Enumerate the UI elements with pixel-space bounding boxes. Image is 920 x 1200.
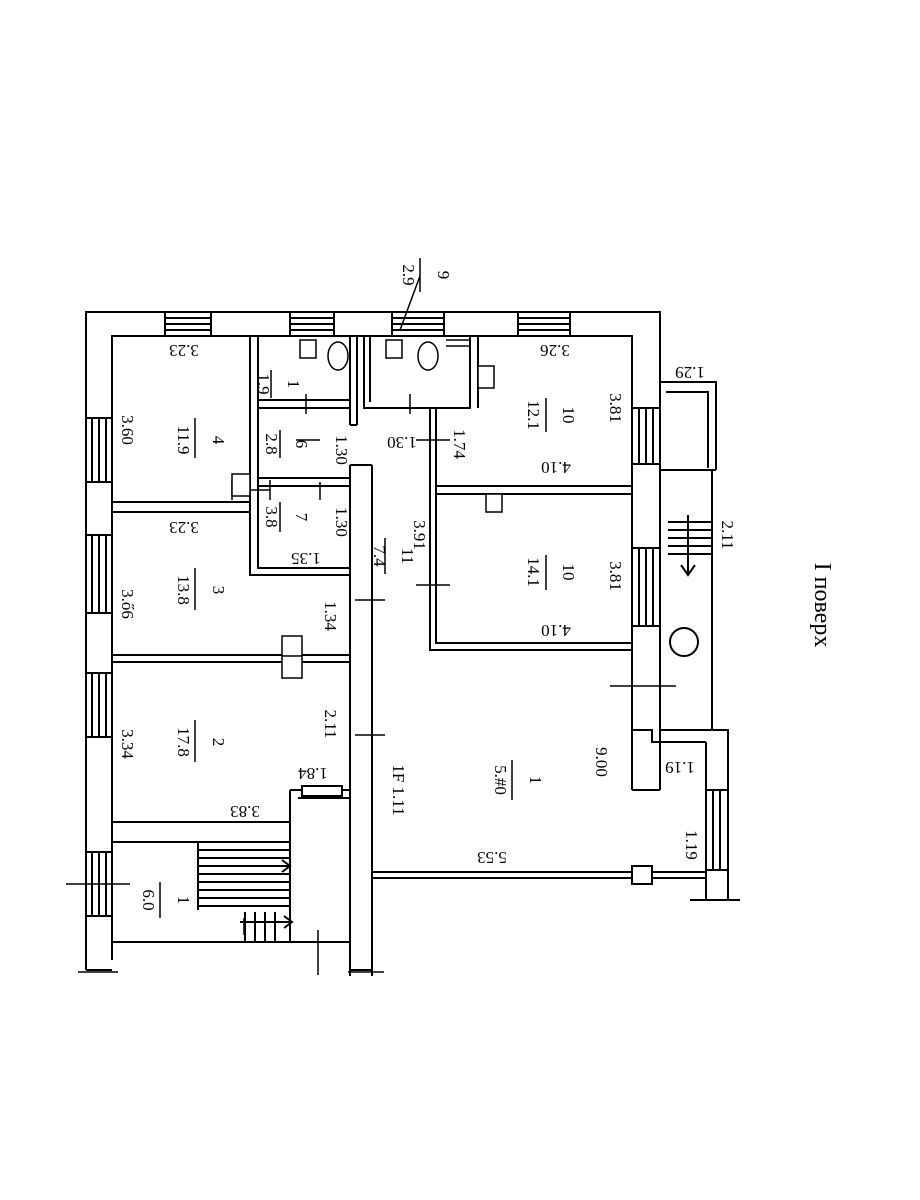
- dim-3-81-top: 3.81: [606, 393, 625, 423]
- dim-3-34: 3.34: [118, 729, 137, 759]
- room-6-num: 6: [292, 440, 311, 449]
- dim-2-11-corridor: 2.11: [321, 709, 340, 738]
- dim-1-30-b: 1.30: [387, 433, 417, 452]
- dim-2-11-porch: 2.11: [718, 520, 737, 549]
- dim-3-23-top: 3.23: [169, 341, 199, 360]
- room-1a-num: 1: [174, 896, 193, 905]
- room-7-num: 7: [292, 513, 311, 522]
- room-1c-num: 1: [526, 776, 545, 785]
- dim-3-23-mid: 3.23: [169, 518, 199, 537]
- room-11-num: 11: [398, 548, 417, 564]
- room-6-area: 2.8: [262, 433, 281, 454]
- room-1a-area: 6.0: [139, 889, 158, 910]
- interior-walls: [112, 336, 740, 970]
- dim-1-11: 1F 1.11: [389, 764, 408, 815]
- dim-3-81-bottom: 3.81: [606, 561, 625, 591]
- room-3-num: 3: [209, 586, 228, 595]
- dim-1-34: 1.34: [321, 601, 340, 631]
- dim-5-53: 5.53: [477, 848, 507, 867]
- stair-marker-icon: [669, 627, 699, 657]
- room-10a-area: 12.1: [524, 400, 543, 430]
- dim-1-84: 1.84: [298, 764, 328, 783]
- room-4-num: 4: [209, 436, 228, 445]
- wc-fixtures: [299, 339, 470, 371]
- dim-1-29: 1.29: [675, 363, 705, 382]
- left-windows: [85, 417, 113, 917]
- dim-1-74: 1.74: [450, 429, 469, 459]
- dim-3-60: 3.60: [118, 415, 137, 445]
- room-10b-num: 10: [559, 564, 578, 581]
- dim-1-30-a: 1.30: [332, 435, 351, 465]
- porch-steps: [668, 515, 712, 577]
- dim-1-19-a: 1.19: [665, 758, 695, 777]
- room-1b-num: 1: [284, 380, 303, 389]
- fraction-bars: [159, 258, 547, 918]
- dimension-labels: 3.23 3.60 3.23 3.ő6 3.34 3.83 1.84 3.26 …: [118, 341, 737, 867]
- room-1b-area: 1.9: [254, 373, 273, 394]
- room-labels: 4 11.9 3 13.8 2 17.8 1 6.0 1 1.9 6 2.8 7…: [139, 264, 578, 910]
- room-9-num: 9: [434, 271, 453, 280]
- door-symbols: [231, 365, 503, 679]
- room-2-area: 17.8: [174, 727, 193, 757]
- dim-4-10-bottom: 4.10: [541, 621, 571, 640]
- floor-title: I поверх: [809, 563, 835, 648]
- dim-1-19-b: 1.19: [682, 830, 701, 860]
- dim-3-83: 3.83: [230, 802, 260, 821]
- main-stairs: [197, 842, 294, 942]
- room-1c-area: 5.#0: [491, 765, 510, 795]
- dim-3-86: 3.ő6: [118, 589, 137, 619]
- dim-4-10-top: 4.10: [541, 458, 571, 477]
- dim-1-30-c: 1.30: [332, 507, 351, 537]
- room-10b-area: 14.1: [524, 557, 543, 587]
- room-4-area: 11.9: [174, 425, 193, 454]
- dim-3-91: 3.91: [410, 520, 429, 550]
- room-9-area: 2.9: [399, 264, 418, 285]
- dim-1-35: 1.35: [291, 549, 321, 568]
- room-3-area: 13.8: [174, 575, 193, 605]
- dim-9-00: 9.00: [592, 747, 611, 777]
- top-windows: [164, 311, 571, 337]
- room-7-area: 3.8: [262, 506, 281, 527]
- room-11-area: 7.4: [370, 545, 389, 567]
- right-windows: [631, 407, 661, 627]
- dim-3-26: 3.26: [540, 341, 570, 360]
- room-10a-num: 10: [559, 407, 578, 424]
- room-2-num: 2: [209, 738, 228, 747]
- door-ticks: [66, 275, 676, 975]
